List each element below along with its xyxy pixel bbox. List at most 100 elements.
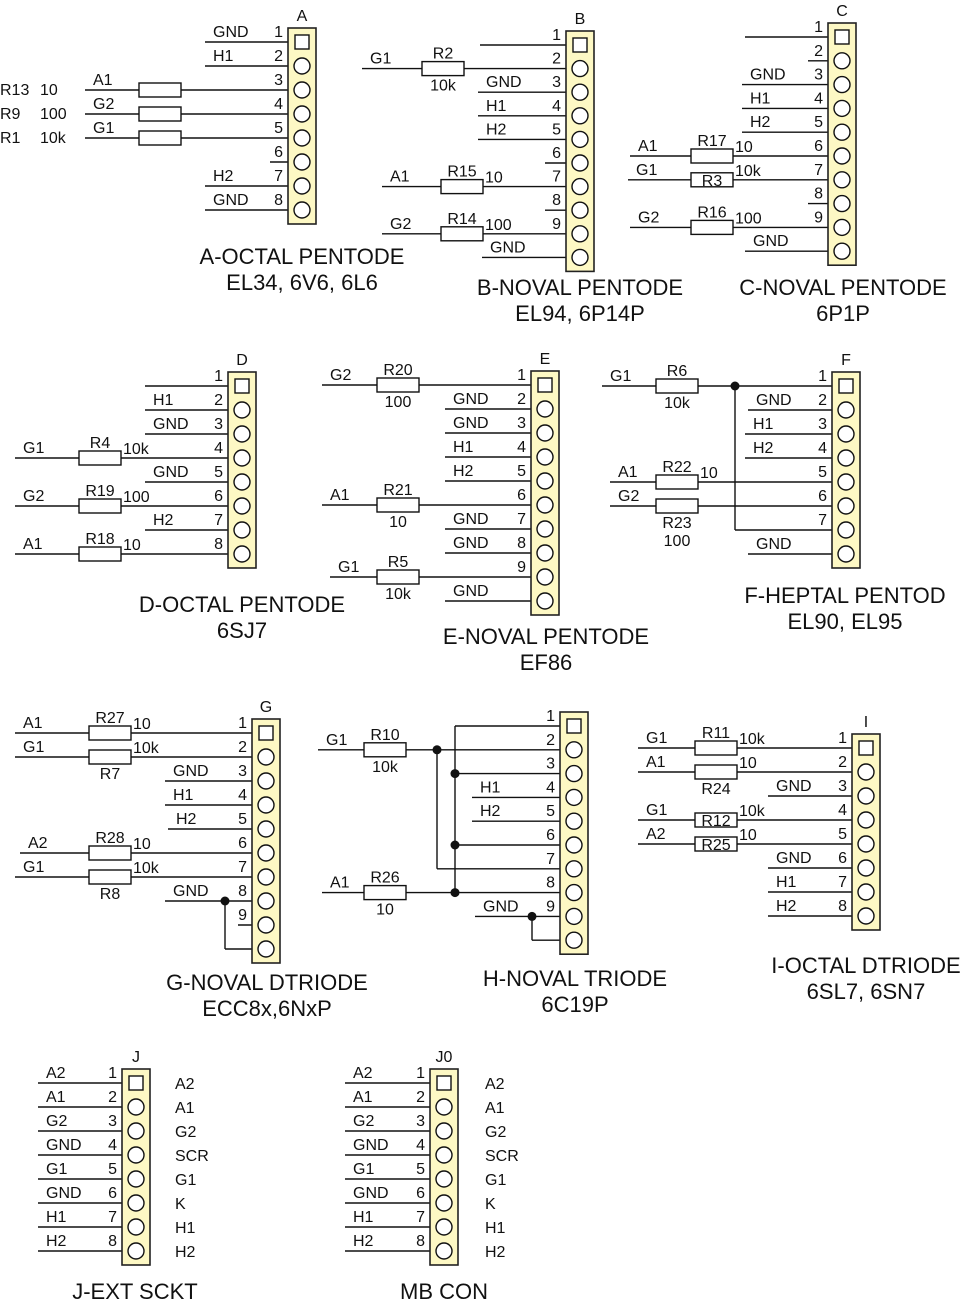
resistor-value: 100 bbox=[40, 106, 67, 123]
pin-number: 5 bbox=[814, 114, 823, 131]
pin-number: 3 bbox=[818, 416, 827, 433]
pin-number: 2 bbox=[416, 1089, 425, 1106]
resistor-value: 10k bbox=[664, 395, 691, 412]
pin-round-pad bbox=[536, 568, 554, 586]
resistor-name: R2 bbox=[433, 46, 454, 63]
connector-title: G-NOVAL DTRIODE bbox=[166, 970, 368, 995]
pin-function-label: H2 bbox=[175, 1244, 196, 1261]
pin-number: 8 bbox=[552, 192, 561, 209]
resistor-name: R28 bbox=[95, 830, 124, 847]
pin-round-pad bbox=[857, 883, 875, 901]
net-label: H2 bbox=[480, 803, 501, 820]
connector-title: B-NOVAL PENTODE bbox=[477, 275, 683, 300]
pin-number: 1 bbox=[546, 708, 555, 725]
net-label: H1 bbox=[486, 98, 507, 115]
pin-round-pad bbox=[293, 105, 311, 123]
pin-number: 6 bbox=[838, 850, 847, 867]
resistor-symbol bbox=[421, 60, 465, 77]
resistor-symbol bbox=[694, 764, 738, 780]
pin-number: 1 bbox=[838, 730, 847, 747]
net-label: H2 bbox=[776, 898, 797, 915]
pin-number: 9 bbox=[517, 559, 526, 576]
pin-round-pad bbox=[127, 1122, 145, 1140]
pin-number: 3 bbox=[214, 416, 223, 433]
pin-number: 8 bbox=[108, 1233, 117, 1250]
resistor-symbol bbox=[694, 740, 738, 756]
pin-round-pad bbox=[233, 425, 251, 443]
pin-round-pad bbox=[571, 248, 589, 267]
net-label: GND bbox=[353, 1137, 389, 1154]
pin-square-pad bbox=[858, 740, 874, 756]
pin-number: 7 bbox=[274, 168, 283, 185]
pin-round-pad bbox=[257, 748, 275, 766]
resistor-value: 10k bbox=[40, 130, 67, 147]
pin-round-pad bbox=[293, 81, 311, 99]
net-label: GND bbox=[776, 778, 812, 795]
connector-letter: E bbox=[540, 351, 551, 368]
net-label: G2 bbox=[618, 488, 639, 505]
resistor-symbol bbox=[690, 148, 734, 164]
pin-round-pad bbox=[837, 473, 855, 491]
pin-number: 8 bbox=[274, 192, 283, 209]
resistor-name: R22 bbox=[662, 459, 691, 476]
net-label: G1 bbox=[326, 732, 347, 749]
pin-round-pad bbox=[857, 859, 875, 877]
pin-number: 6 bbox=[818, 488, 827, 505]
junction-dot bbox=[220, 896, 230, 906]
net-label: A1 bbox=[93, 72, 113, 89]
pin-round-pad bbox=[565, 907, 583, 926]
resistor-value: 10k bbox=[739, 731, 766, 748]
resistor-name: R20 bbox=[383, 362, 412, 379]
net-label: H1 bbox=[750, 90, 771, 107]
pin-number: 5 bbox=[818, 464, 827, 481]
pin-round-pad bbox=[536, 472, 554, 490]
connector-letter: D bbox=[236, 352, 248, 369]
pin-number: 8 bbox=[214, 536, 223, 553]
resistor-value: 10 bbox=[123, 537, 141, 554]
connector-subtitle: 6SL7, 6SN7 bbox=[807, 979, 926, 1004]
pin-round-pad bbox=[857, 907, 875, 925]
pin-round-pad bbox=[565, 836, 583, 854]
pin-number: 8 bbox=[814, 186, 823, 203]
pin-number: 7 bbox=[814, 162, 823, 179]
connector-letter: I bbox=[864, 714, 868, 731]
pin-round-pad bbox=[435, 1170, 453, 1188]
net-label: A1 bbox=[23, 536, 43, 553]
pin-number: 2 bbox=[517, 391, 526, 408]
pin-function-label: G2 bbox=[485, 1124, 506, 1141]
resistor-symbol bbox=[363, 884, 407, 901]
net-label: H2 bbox=[486, 121, 507, 138]
pin-number: 9 bbox=[546, 898, 555, 915]
resistor-name: R3 bbox=[702, 173, 723, 190]
resistor-name: R15 bbox=[447, 164, 476, 181]
net-label: G2 bbox=[93, 96, 114, 113]
connector-letter: A bbox=[297, 8, 308, 25]
resistor-name: R8 bbox=[100, 886, 121, 903]
net-label: G1 bbox=[46, 1161, 67, 1178]
pin-round-pad bbox=[293, 177, 311, 195]
resistor-name: R26 bbox=[370, 870, 399, 887]
connector-subtitle: EF86 bbox=[520, 650, 573, 675]
pin-function-label: H1 bbox=[485, 1220, 506, 1237]
resistor-value: 10k bbox=[133, 860, 160, 877]
connector-letter: C bbox=[836, 3, 848, 20]
net-label: A2 bbox=[646, 826, 666, 843]
resistor-symbol bbox=[78, 498, 122, 514]
pin-number: 3 bbox=[274, 72, 283, 89]
net-label: GND bbox=[453, 583, 489, 600]
pin-function-label: SCR bbox=[485, 1148, 519, 1165]
pin-number: 8 bbox=[517, 535, 526, 552]
pin-round-pad bbox=[127, 1146, 145, 1164]
net-label: A2 bbox=[28, 835, 48, 852]
pin-round-pad bbox=[833, 75, 851, 94]
net-label: H1 bbox=[173, 787, 194, 804]
resistor-value: 10k bbox=[123, 441, 150, 458]
pin-round-pad bbox=[571, 201, 589, 219]
pin-number: 4 bbox=[517, 439, 526, 456]
pin-round-pad bbox=[127, 1194, 145, 1212]
pin-number: 2 bbox=[546, 732, 555, 749]
pin-round-pad bbox=[536, 592, 554, 610]
pin-round-pad bbox=[293, 153, 311, 171]
